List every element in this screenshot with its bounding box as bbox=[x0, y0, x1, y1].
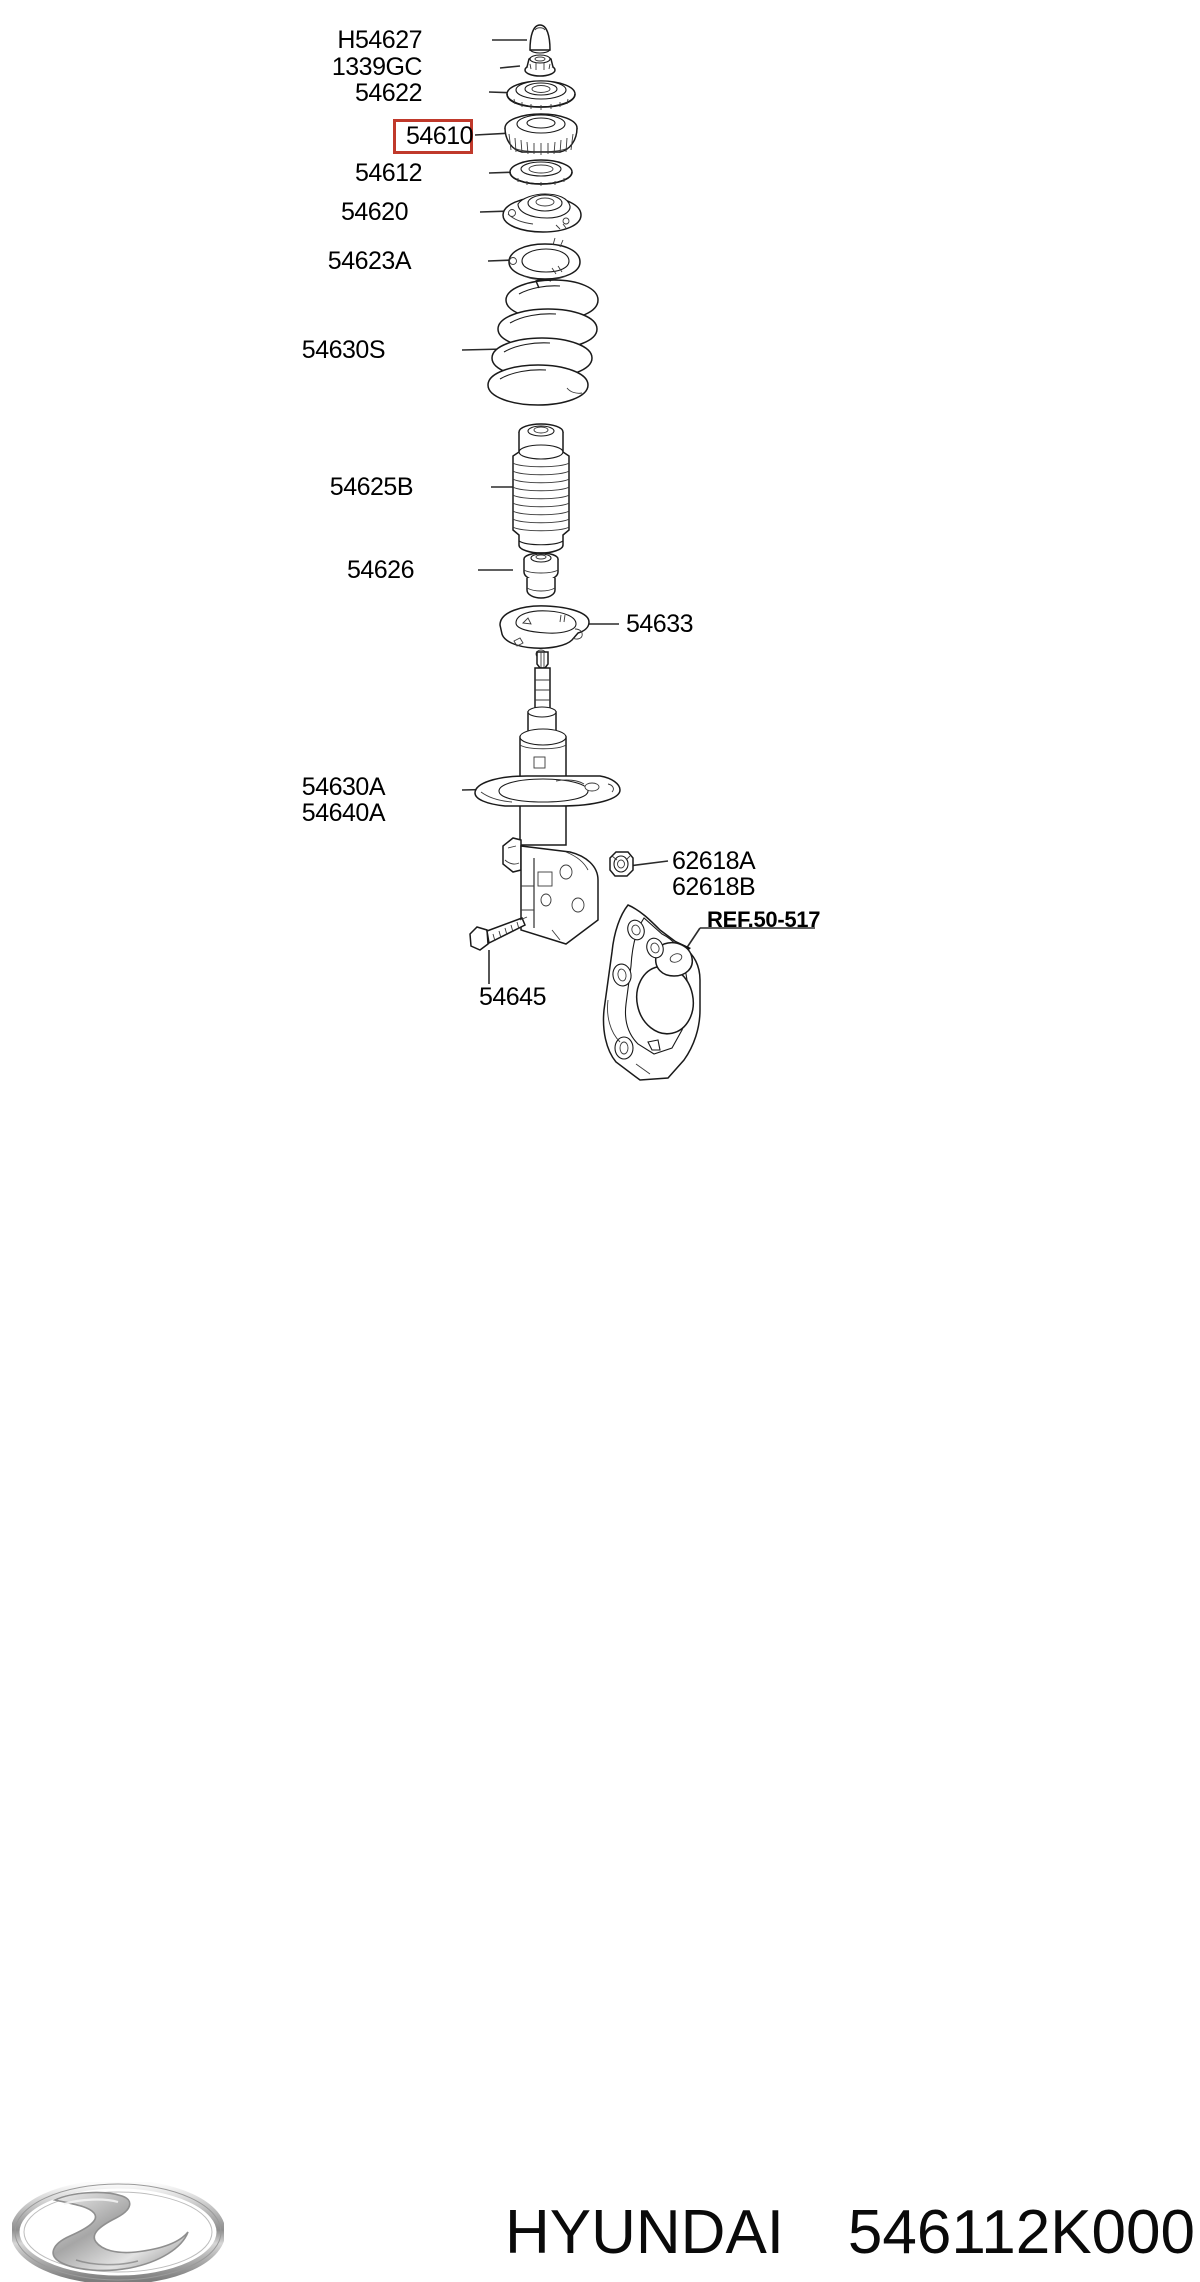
part-label-H54627[interactable]: H54627 bbox=[300, 27, 422, 54]
part-label-text: 54625B bbox=[329, 473, 414, 501]
part-label-text: 54612 bbox=[354, 159, 423, 187]
part-label-62618A[interactable]: 62618A bbox=[672, 847, 756, 875]
part-label-54612[interactable]: 54612 bbox=[308, 159, 423, 187]
part-label-54645[interactable]: 54645 bbox=[432, 983, 547, 1011]
part-label-text: 1339GC bbox=[331, 53, 423, 81]
part-label-text: H54627 bbox=[337, 26, 422, 54]
part-art-strut-rod-nut bbox=[524, 54, 556, 77]
part-label-54630S[interactable]: 54630S bbox=[244, 336, 386, 364]
part-label-text: 54633 bbox=[626, 610, 694, 638]
part-art-spring-seat-retainer bbox=[508, 237, 581, 281]
part-label-54622[interactable]: 54622 bbox=[308, 79, 423, 107]
part-art-bump-stopper bbox=[523, 552, 559, 599]
part-art-strut-knuckle-bolt bbox=[469, 916, 528, 951]
part-label-54620[interactable]: 54620 bbox=[294, 198, 409, 226]
part-label-text: 54640A bbox=[301, 799, 386, 827]
part-label-text: 62618B bbox=[672, 873, 756, 901]
part-art-lower-spring-pad-bracket bbox=[499, 605, 590, 659]
part-art-strut-mount-insulator bbox=[504, 113, 578, 155]
part-label-54633[interactable]: 54633 bbox=[626, 610, 694, 638]
part-label-1339GC[interactable]: 1339GC bbox=[292, 53, 423, 81]
part-label-54626[interactable]: 54626 bbox=[300, 556, 415, 584]
part-art-steering-knuckle bbox=[602, 904, 701, 1081]
parts-diagram: H54627 1339GC 54622 54610 54612 54620 54… bbox=[0, 24, 1200, 2282]
hyundai-logo bbox=[12, 2182, 224, 2282]
part-label-54623A[interactable]: 54623A bbox=[270, 247, 412, 275]
part-label-62618B[interactable]: 62618B bbox=[672, 873, 756, 901]
part-label-text: 54645 bbox=[478, 983, 547, 1011]
part-label-54640A[interactable]: 54640A bbox=[245, 799, 386, 827]
part-label-ref-50-517[interactable]: REF.50-517 bbox=[707, 907, 820, 933]
part-label-54610[interactable]: 54610 bbox=[393, 119, 474, 154]
part-label-text: 54630A bbox=[301, 773, 386, 801]
part-art-front-strut-assembly bbox=[474, 651, 621, 945]
footer-text: HYUNDAI 546112K000 bbox=[505, 2192, 1195, 2272]
part-art-dust-cover-bellows bbox=[512, 423, 570, 554]
diagram-artwork bbox=[461, 24, 815, 1081]
part-art-knuckle-nut bbox=[609, 851, 634, 877]
part-art-coil-spring bbox=[487, 278, 599, 406]
part-label-text: 54630S bbox=[301, 336, 386, 364]
part-label-text: 54622 bbox=[354, 79, 423, 107]
part-label-text: REF.50-517 bbox=[707, 907, 821, 932]
part-label-text: 54610 bbox=[406, 122, 474, 150]
part-label-text: 54623A bbox=[327, 247, 412, 275]
part-label-54630A[interactable]: 54630A bbox=[245, 773, 386, 801]
part-label-text: 62618A bbox=[672, 847, 756, 875]
part-label-text: 54626 bbox=[346, 556, 415, 584]
part-art-upper-spring-seat bbox=[502, 193, 582, 233]
part-label-text: 54620 bbox=[340, 198, 409, 226]
footer-part-number: 546112K000 bbox=[847, 2197, 1195, 2267]
footer-bar: HYUNDAI 546112K000 bbox=[0, 1088, 1200, 2282]
footer-brand-name: HYUNDAI bbox=[505, 2197, 785, 2267]
part-label-54625B[interactable]: 54625B bbox=[272, 473, 414, 501]
part-art-strut-bearing bbox=[506, 80, 576, 110]
part-art-strut-cap-nut-cover bbox=[529, 24, 551, 54]
part-art-upper-spring-pad bbox=[509, 159, 573, 186]
